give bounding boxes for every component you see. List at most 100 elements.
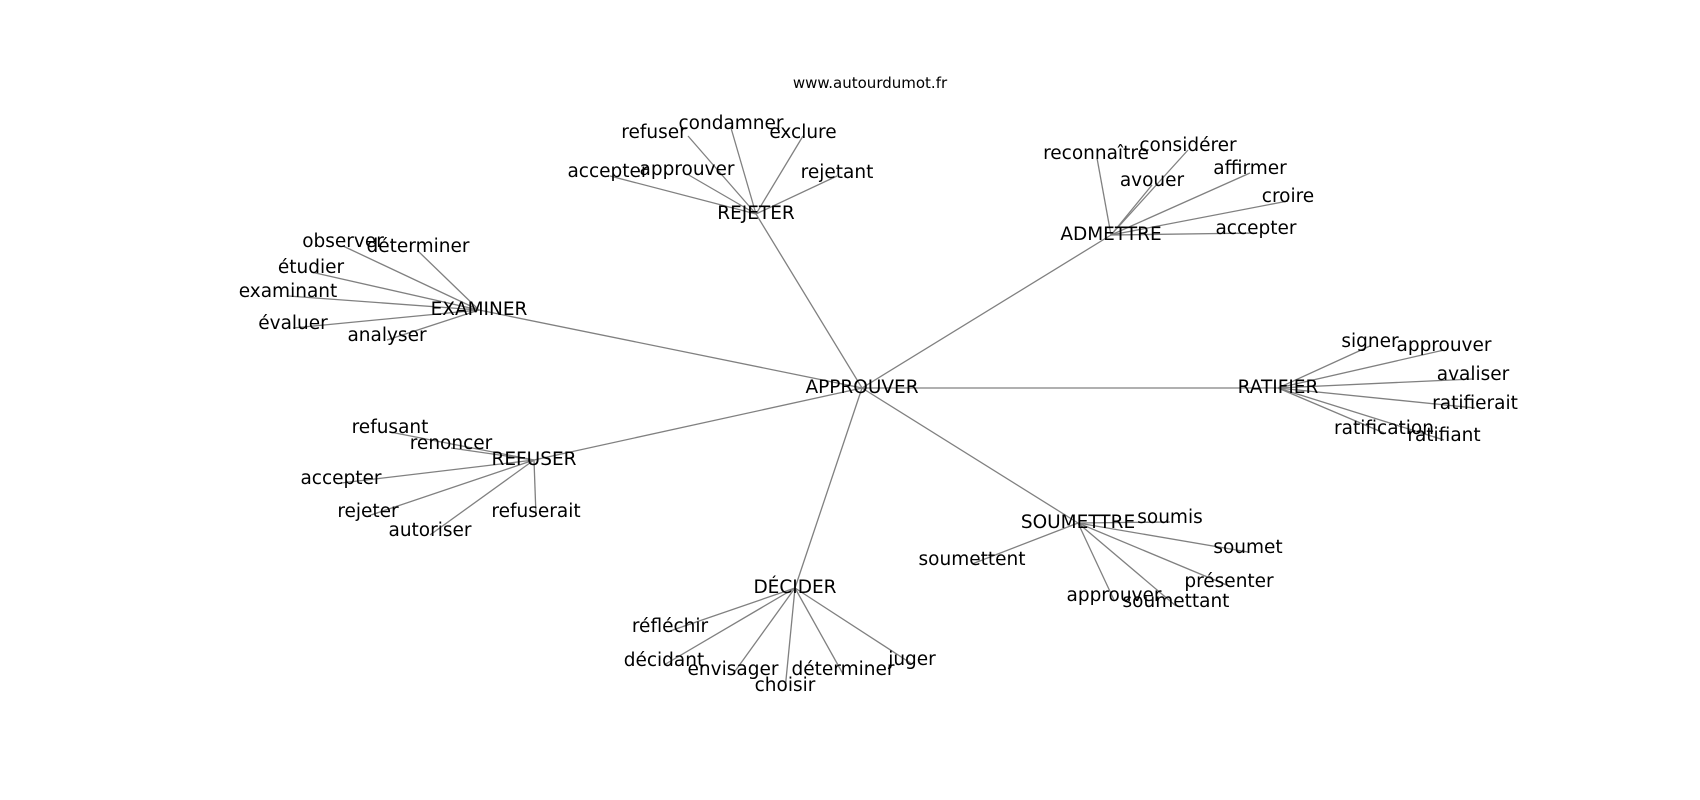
hub-node-label: REJETER: [717, 203, 795, 224]
edge-hub-to-leaf: [450, 447, 535, 461]
leaf-node-label: croire: [1262, 186, 1314, 207]
edge-hub-to-leaf: [755, 135, 804, 215]
leaf-node-label: approuver: [1066, 585, 1161, 606]
graph-edges: [287, 127, 1476, 691]
edge-hub-to-leaf: [1077, 521, 1171, 524]
edge-hub-to-leaf: [1277, 387, 1476, 409]
leaf-node-label: examinant: [239, 281, 338, 302]
leaf-node-label: soumettant: [1123, 591, 1230, 612]
leaf-node-label: rejeter: [337, 501, 399, 522]
leaf-node-label: accepter: [300, 468, 381, 489]
edge-hub-to-leaf: [669, 587, 796, 632]
edge-hub-to-leaf: [1110, 184, 1153, 236]
leaf-node-label: approuver: [1396, 335, 1491, 356]
edge-root-to-hub: [533, 387, 863, 461]
edge-hub-to-leaf: [794, 587, 913, 665]
hub-node-label: RATIFIER: [1238, 377, 1319, 398]
edge-root-to-hub: [755, 213, 863, 389]
leaf-node-label: renoncer: [410, 433, 493, 454]
leaf-node-label: avouer: [1120, 170, 1185, 191]
hub-node-label: EXAMINER: [431, 299, 528, 320]
edge-hub-to-leaf: [1077, 522, 1249, 553]
leaf-node-label: accepter: [1215, 218, 1296, 239]
edge-hub-to-leaf: [732, 587, 796, 675]
edge-hub-to-leaf: [1077, 522, 1177, 607]
edge-hub-to-leaf: [287, 295, 480, 311]
leaf-node-label: soumettent: [919, 549, 1026, 570]
hub-node-label: REFUSER: [491, 449, 576, 470]
edge-hub-to-leaf: [1277, 349, 1445, 389]
leaf-node-label: ratification: [1334, 418, 1434, 439]
leaf-node-label: ratifierait: [1432, 393, 1518, 414]
leaf-node-label: ratifiant: [1407, 425, 1480, 446]
edge-hub-to-leaf: [1277, 387, 1385, 434]
leaf-node-label: reconnaître: [1043, 143, 1149, 164]
leaf-node-label: rejetant: [801, 162, 874, 183]
edge-hub-to-leaf: [429, 459, 535, 536]
edge-root-to-hub: [861, 387, 1079, 524]
leaf-node-label: décidant: [624, 650, 705, 671]
leaf-node-label: envisager: [688, 659, 779, 680]
leaf-node-label: déterminer: [367, 236, 470, 257]
leaf-node-label: évaluer: [258, 313, 328, 334]
edge-hub-to-leaf: [784, 587, 796, 691]
leaf-node-label: soumis: [1137, 507, 1202, 528]
leaf-node-label: affirmer: [1213, 158, 1287, 179]
edge-hub-to-leaf: [730, 127, 757, 215]
leaf-node-label: étudier: [278, 257, 345, 278]
edge-hub-to-leaf: [417, 250, 480, 311]
leaf-node-label: choisir: [755, 675, 816, 696]
edge-hub-to-leaf: [1110, 200, 1289, 236]
edge-hub-to-leaf: [340, 459, 535, 484]
edge-hub-to-leaf: [1110, 172, 1251, 236]
root-node-label: APPROUVER: [805, 377, 918, 398]
leaf-node-label: refuserait: [491, 501, 580, 522]
edge-hub-to-leaf: [971, 522, 1079, 565]
edge-hub-to-leaf: [533, 459, 537, 517]
leaf-node-label: observer: [302, 231, 384, 252]
edge-hub-to-leaf: [1277, 378, 1474, 389]
edge-hub-to-leaf: [1110, 149, 1189, 236]
leaf-node-label: condamner: [678, 113, 783, 134]
leaf-node-label: refuser: [621, 122, 687, 143]
edge-hub-to-leaf: [367, 459, 535, 517]
edge-hub-to-leaf: [386, 309, 480, 341]
edge-root-to-hub: [861, 234, 1112, 389]
edge-hub-to-leaf: [755, 175, 838, 215]
hub-node-label: ADMETTRE: [1060, 224, 1161, 245]
edge-hub-to-leaf: [1096, 157, 1112, 236]
edge-hub-to-leaf: [609, 175, 757, 215]
leaf-node-label: déterminer: [792, 659, 895, 680]
leaf-node-label: analyser: [347, 325, 427, 346]
leaf-node-label: présenter: [1184, 571, 1274, 592]
leaf-node-label: exclure: [769, 122, 836, 143]
leaf-node-label: considérer: [1139, 135, 1237, 156]
hub-node-label: SOUMETTRE: [1021, 512, 1135, 533]
leaf-node-label: refusant: [352, 417, 429, 438]
hub-node-label: DÉCIDER: [753, 576, 836, 598]
leaf-node-label: approuver: [639, 159, 734, 180]
edge-hub-to-leaf: [1077, 522, 1115, 601]
leaf-node-label: accepter: [567, 161, 648, 182]
site-url: www.autourdumot.fr: [793, 74, 948, 92]
leaf-node-label: autoriser: [388, 520, 471, 541]
edge-hub-to-leaf: [1277, 345, 1371, 389]
edge-hub-to-leaf: [686, 173, 757, 215]
edge-hub-to-leaf: [389, 431, 535, 461]
edge-hub-to-leaf: [310, 271, 480, 311]
edge-hub-to-leaf: [794, 587, 844, 675]
leaf-node-label: juger: [887, 649, 936, 670]
leaf-node-label: signer: [1341, 331, 1399, 352]
edge-hub-to-leaf: [342, 245, 480, 311]
leaf-node-label: soumet: [1213, 537, 1282, 558]
leaf-node-label: réfléchir: [632, 616, 709, 637]
leaf-node-label: avaliser: [1437, 364, 1510, 385]
edge-hub-to-leaf: [292, 309, 480, 329]
edge-root-to-hub: [794, 387, 863, 589]
edge-hub-to-leaf: [1277, 387, 1445, 441]
edge-hub-to-leaf: [663, 587, 796, 666]
edge-hub-to-leaf: [1077, 522, 1230, 587]
edge-hub-to-leaf: [687, 135, 757, 215]
